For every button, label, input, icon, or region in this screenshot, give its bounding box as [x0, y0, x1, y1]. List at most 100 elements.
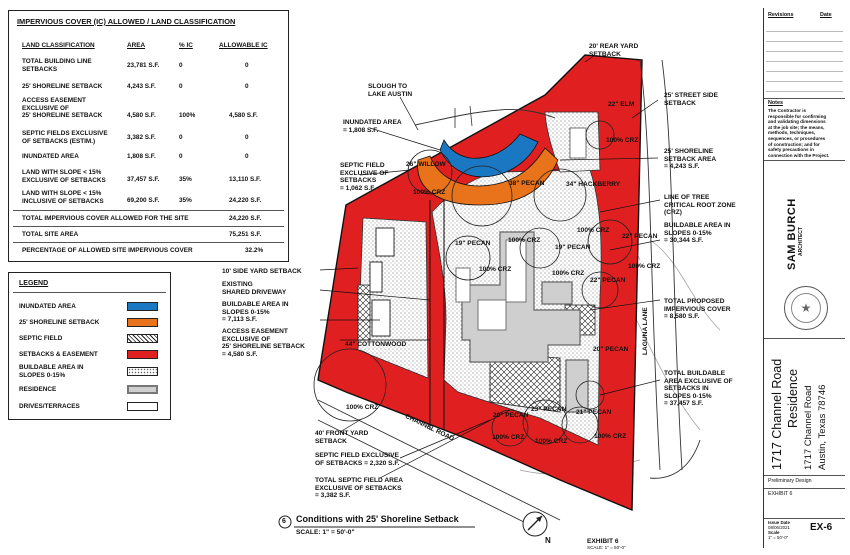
table-divider [13, 210, 284, 211]
crz-label: 100% CRZ [413, 189, 446, 196]
street-label-laguna-lane: LAGUNA LANE [642, 307, 649, 355]
legend-title: LEGEND [19, 280, 49, 287]
crz-label: 100% CRZ [479, 266, 512, 273]
table-cell: 3,382 S.F. [127, 134, 156, 141]
legend-label: DRIVES/TERRACES [19, 403, 80, 410]
col-header-allowable: ALLOWABLE IC [219, 42, 268, 49]
tree-label: 23" PECAN [531, 406, 567, 413]
annotation-inundated: INUNDATED AREA= 1,808 S.F. [343, 119, 402, 134]
table-cell: 0 [245, 153, 249, 160]
table-cell: 35% [179, 197, 192, 204]
table-divider [13, 242, 284, 243]
scale-label: Scale [768, 530, 780, 535]
firm-subtitle: ARCHITECT [798, 227, 804, 256]
existing-residence [369, 227, 395, 337]
legend-swatch-drives [127, 402, 158, 411]
channel-road [317, 399, 561, 531]
drawing-number-bubble [278, 515, 292, 529]
tree-label: 21" PECAN [576, 409, 612, 416]
crz-label: 100% CRZ [492, 434, 525, 441]
drives-terraces [455, 127, 587, 331]
crz-label: 100% CRZ [552, 270, 585, 277]
shared-driveway [429, 200, 445, 430]
total-site-value: 75,251 S.F. [229, 231, 262, 238]
table-cell: 4,243 S.F. [127, 83, 156, 90]
table-cell: 0 [179, 153, 183, 160]
tree-label: 22" PECAN [622, 233, 658, 240]
table-cell: 37,457 S.F. [127, 176, 160, 183]
issue-date: 08/06/2021 [768, 525, 790, 530]
table-cell: 4,580 S.F. [229, 112, 258, 119]
table-divider [13, 226, 284, 227]
project-address-1: 1717 Channel Road [803, 385, 814, 470]
revision-lines [766, 22, 843, 96]
legend-label: INUNDATED AREA [19, 303, 76, 310]
architect-seal: ★ [784, 286, 828, 330]
crz-label: 100% CRZ [577, 227, 610, 234]
legend-swatch-inundated [127, 302, 158, 311]
revisions-label: Revisions [768, 12, 794, 18]
project-title-2: Residence [786, 368, 800, 428]
table-cell: 0 [245, 62, 249, 69]
tree-label: 44" COTTONWOOD [345, 341, 407, 348]
table-row: INUNDATED AREA [22, 153, 79, 160]
legend-swatch-setbacks [127, 350, 158, 359]
crz-label: 100% CRZ [508, 237, 541, 244]
project-address-2: Austin, Texas 78746 [817, 384, 828, 470]
table-cell: 0 [245, 134, 249, 141]
tree-label: 19" PECAN [455, 240, 491, 247]
col-header-area: AREA [127, 42, 146, 49]
tree-label: 20" PECAN [493, 412, 529, 419]
north-arrow [522, 511, 548, 537]
table-cell: 0 [179, 134, 183, 141]
col-header-classification: LAND CLASSIFICATION [22, 42, 95, 49]
pct-label: PERCENTAGE OF ALLOWED SITE IMPERVIOUS CO… [22, 247, 193, 254]
legend-label: 25' SHORELINE SETBACK [19, 319, 100, 326]
table-cell: 13,110 S.F. [229, 176, 261, 183]
tree-label: 34" HACKBERRY [566, 181, 621, 188]
tree-label: 22" ELM [608, 101, 635, 108]
issue-date-label: Issue Date [768, 520, 790, 525]
crz-label: 100% CRZ [606, 137, 639, 144]
table-cell: 1,808 S.F. [127, 153, 156, 160]
laguna-lane [639, 59, 701, 479]
total-ic-value: 24,220 S.F. [229, 215, 262, 222]
project-title: 1717 Channel Road [770, 358, 784, 470]
table-cell: 4,580 S.F. [127, 112, 156, 119]
slough-shoreline [414, 109, 556, 126]
legend-swatch-shoreline [127, 318, 158, 327]
notes-title: Notes [768, 100, 783, 106]
tree-label: 22" PECAN [590, 277, 626, 284]
col-header-ic: % IC [179, 42, 193, 49]
exhibit-scale: SCALE: 1" = 50'-0" [587, 545, 626, 550]
legend-label: SETBACKS & EASEMENT [19, 351, 98, 358]
firm-name: SAM BURCH [786, 198, 798, 270]
crz-label: 100% CRZ [535, 438, 568, 445]
septic-field [489, 354, 561, 413]
table-cell: 23,781 S.F. [127, 62, 160, 69]
table-cell: 0 [245, 83, 249, 90]
total-ic-label: TOTAL IMPERVIOUS COVER ALLOWED FOR THE S… [22, 215, 189, 222]
table-row: 25' SHORELINE SETBACK [22, 83, 103, 90]
seal-star-icon: ★ [800, 301, 812, 315]
crz-label: 100% CRZ [594, 433, 627, 440]
table-cell: 24,220 S.F. [229, 197, 262, 204]
legend-label: RESIDENCE [19, 386, 57, 393]
tree-label: 38" PECAN [509, 180, 545, 187]
crz-label: 100% CRZ [628, 263, 661, 270]
legend-swatch-septic [127, 334, 158, 343]
